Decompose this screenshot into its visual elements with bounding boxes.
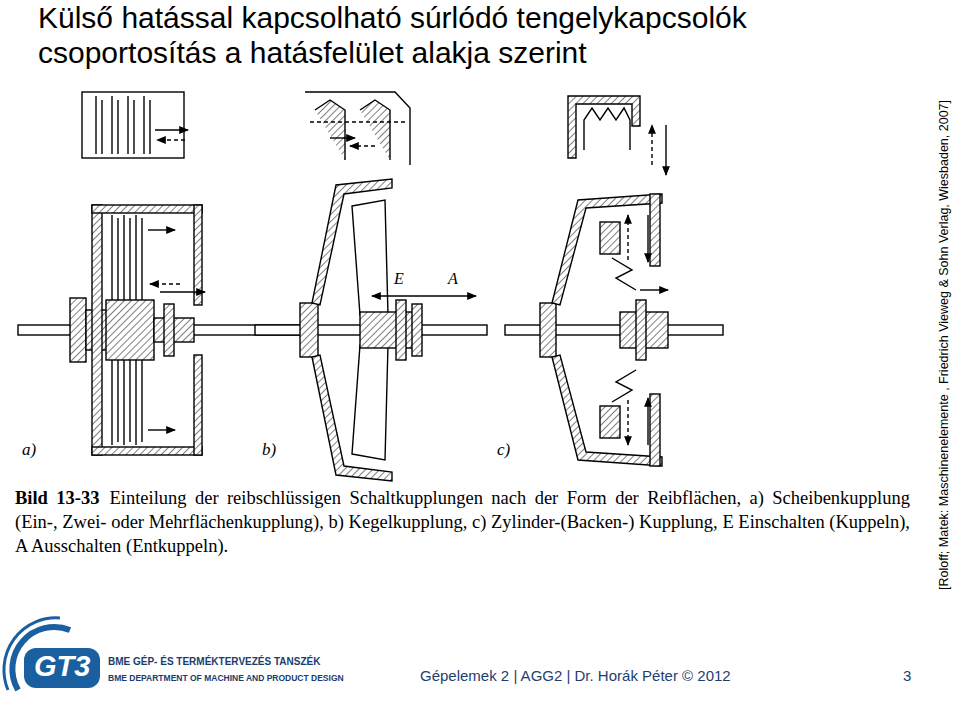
subfigure-label: b) xyxy=(262,440,276,460)
direction-label: A xyxy=(446,270,460,288)
subfigure-label: a) xyxy=(22,440,36,460)
slide-footer: Gépelemek 2 | AGG2 | Dr. Horák Péter © 2… xyxy=(420,667,731,684)
figure-caption: Einteilung der reibschlüssigen Schaltkup… xyxy=(15,488,910,556)
figure-caption-block: Bild 13-33Einteilung der reibschlüssigen… xyxy=(15,486,910,558)
logo-text: GT3 xyxy=(34,650,90,683)
figure-number: Bild 13-33 xyxy=(15,488,99,508)
slide-title: Külső hatással kapcsolható súrlódó tenge… xyxy=(38,0,798,70)
page-number: 3 xyxy=(903,667,911,684)
subfigure-label: c) xyxy=(497,440,510,460)
direction-label: E xyxy=(392,270,406,288)
department-name: BME DEPARTMENT OF MACHINE AND PRODUCT DE… xyxy=(108,673,344,683)
department-name: BME GÉP- ÉS TERMÉKTERVEZÉS TANSZÉK xyxy=(108,656,320,667)
source-reference: [Roloff; Matek: Maschinenelemente , Frie… xyxy=(937,100,951,590)
